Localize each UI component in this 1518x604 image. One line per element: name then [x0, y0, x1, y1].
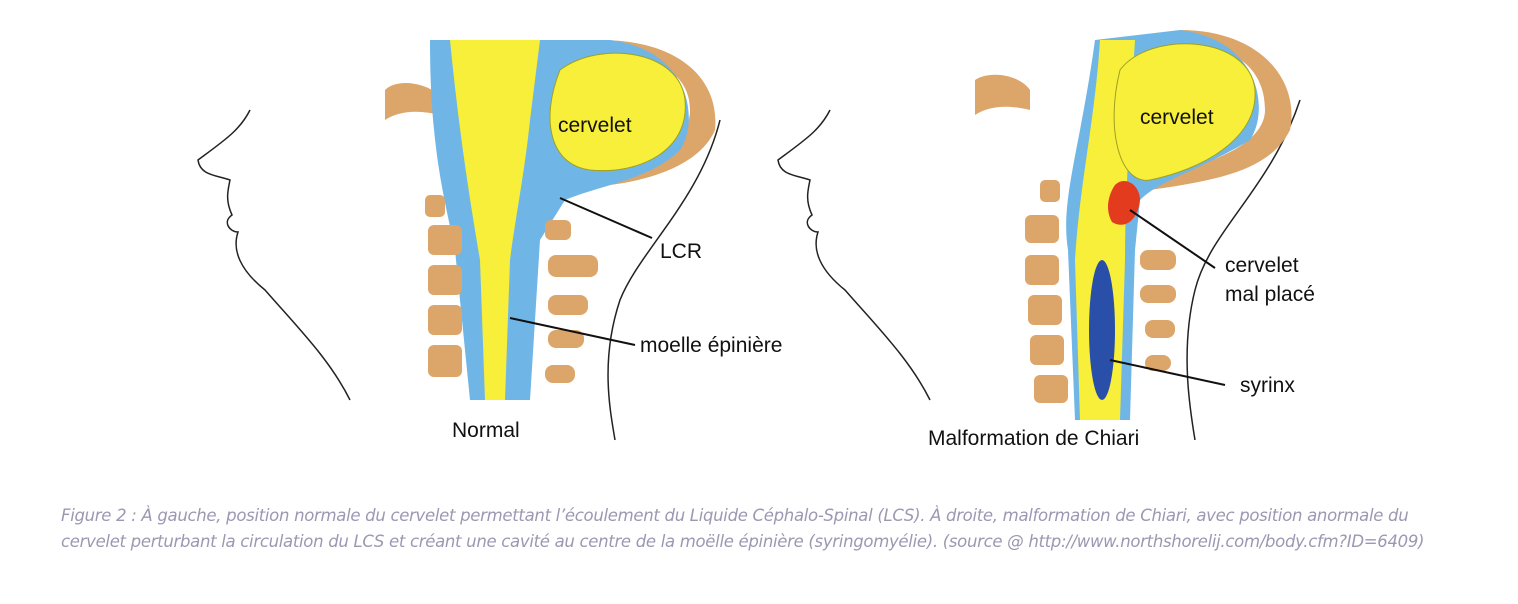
occipital-bone: [600, 40, 716, 185]
label-lcr: LCR: [660, 240, 702, 263]
panel-title-normal: Normal: [452, 419, 520, 442]
leader-syrinx: [1109, 359, 1226, 386]
leader-lcr: [559, 197, 653, 239]
face-profile: [777, 109, 931, 401]
cerebellum: [549, 52, 686, 172]
normal-anatomy-panel: cervelet LCR moelle épinière Normal: [197, 40, 782, 442]
figure-caption: Figure 2 : À gauche, position normale du…: [61, 506, 1425, 551]
label-cervelet-left: cervelet: [558, 114, 632, 137]
spinal-cord: [450, 40, 540, 400]
chiari-anatomy-panel: cervelet cervelet mal placé syrinx Malfo…: [777, 30, 1315, 450]
vertebrae: [425, 195, 598, 383]
syrinx-cavity: [1089, 260, 1115, 400]
panel-title-chiari: Malformation de Chiari: [928, 427, 1139, 450]
label-moelle-epiniere: moelle épinière: [640, 334, 782, 357]
skull-bone: [385, 83, 440, 120]
label-cervelet-mal-place-1: cervelet: [1225, 254, 1299, 277]
occipital-bone: [1150, 30, 1292, 190]
skull-bone: [975, 74, 1030, 115]
label-syrinx: syrinx: [1240, 374, 1295, 397]
label-cervelet-right: cervelet: [1140, 106, 1214, 129]
leader-moelle: [509, 317, 636, 346]
label-cervelet-mal-place-2: mal placé: [1225, 283, 1315, 306]
herniated-cerebellum: [1108, 180, 1140, 225]
chiari-illustration: cervelet LCR moelle épinière Normal cerv…: [197, 30, 1315, 450]
neck-back-line: [1186, 99, 1301, 441]
leader-mal-place: [1129, 209, 1216, 269]
neck-back-line: [607, 119, 721, 441]
vertebrae: [1025, 180, 1176, 403]
face-profile: [197, 109, 351, 401]
cerebellum: [1113, 43, 1256, 181]
